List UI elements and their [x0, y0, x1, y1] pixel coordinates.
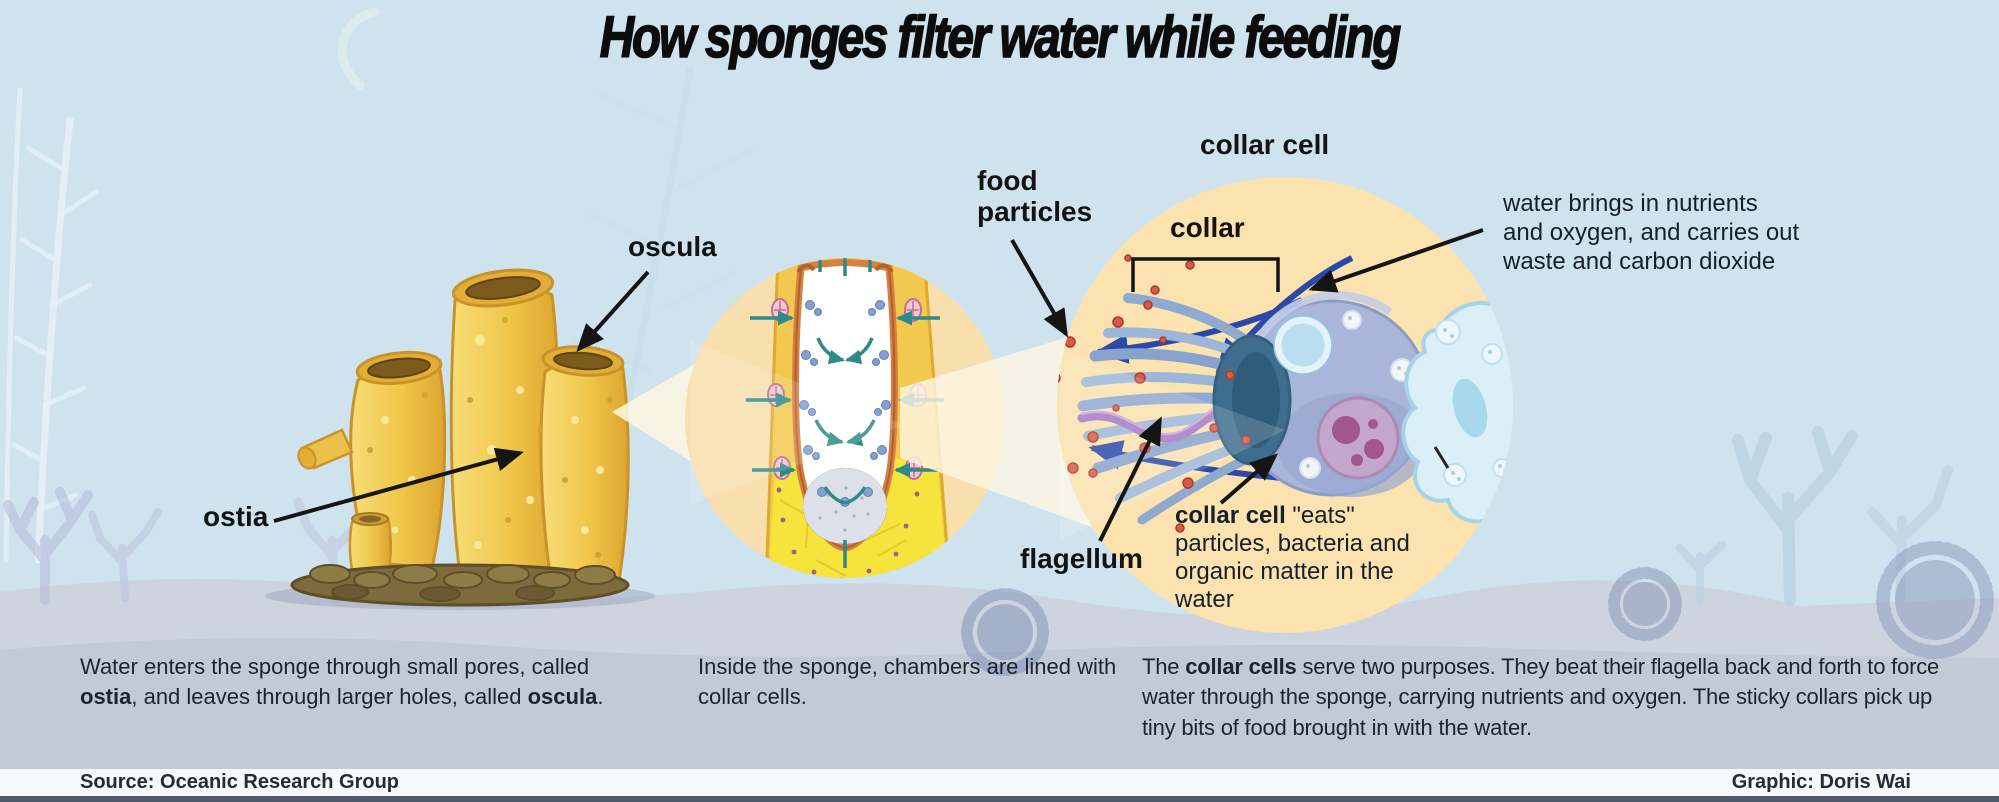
- sponge-base-rubble: [290, 563, 630, 607]
- page-title: How sponges filter water while feeding: [599, 5, 1402, 70]
- background-coral: [3, 426, 1994, 676]
- collar-cells-lining: [799, 300, 891, 507]
- vacuole: [1273, 315, 1333, 375]
- caption-middle: Inside the sponge, chambers are lined wi…: [698, 654, 1117, 710]
- chamber-inset-circle: [685, 258, 1005, 578]
- collar-cell-eats-arrow: [1219, 453, 1279, 505]
- label-water-note: water brings in nutrients and oxygen, an…: [1503, 190, 1800, 275]
- footer-bottom-bar: [0, 796, 1999, 802]
- collar-cell-inset-circle: [1057, 177, 1513, 633]
- urchin-silhouette: [961, 588, 1049, 676]
- urchin-silhouette: [1876, 541, 1994, 659]
- food-particles-arrow: [1010, 239, 1068, 338]
- flagellum-arrow: [1098, 416, 1162, 542]
- oscula-arrow: [576, 270, 650, 352]
- water-flow-arrows-teal: [746, 258, 944, 568]
- caption-left: Water enters the sponge through small po…: [80, 654, 604, 710]
- label-flagellum: flagellum: [1020, 543, 1143, 574]
- label-oscula: oscula: [628, 231, 717, 262]
- sea-floor: [0, 578, 1999, 802]
- caption-right: The collar cells serve two purposes. The…: [1142, 654, 1940, 740]
- label-ostia: ostia: [203, 501, 269, 532]
- urchin-silhouette: [1608, 567, 1682, 641]
- sponge-illustration: [265, 268, 655, 610]
- graphic-credit: Graphic: Doris Wai: [1731, 771, 1911, 793]
- collar-bracket: [1131, 257, 1280, 292]
- label-food-particles: food particles: [977, 165, 1093, 227]
- water-note-arrow: [1308, 228, 1484, 293]
- annotation-arrows: [273, 228, 1484, 542]
- footer: Source: Oceanic Research Group Graphic: …: [0, 769, 1999, 796]
- amoeboid-cell: [1401, 301, 1513, 524]
- ostia-arrow: [273, 447, 524, 523]
- label-collar-cell-eats: collar cell "eats" particles, bacteria a…: [1175, 502, 1410, 614]
- label-collar: collar: [1170, 212, 1245, 243]
- label-collar-cell: collar cell: [1200, 129, 1330, 160]
- nucleus: [1316, 396, 1400, 480]
- source-credit: Source: Oceanic Research Group: [80, 771, 400, 793]
